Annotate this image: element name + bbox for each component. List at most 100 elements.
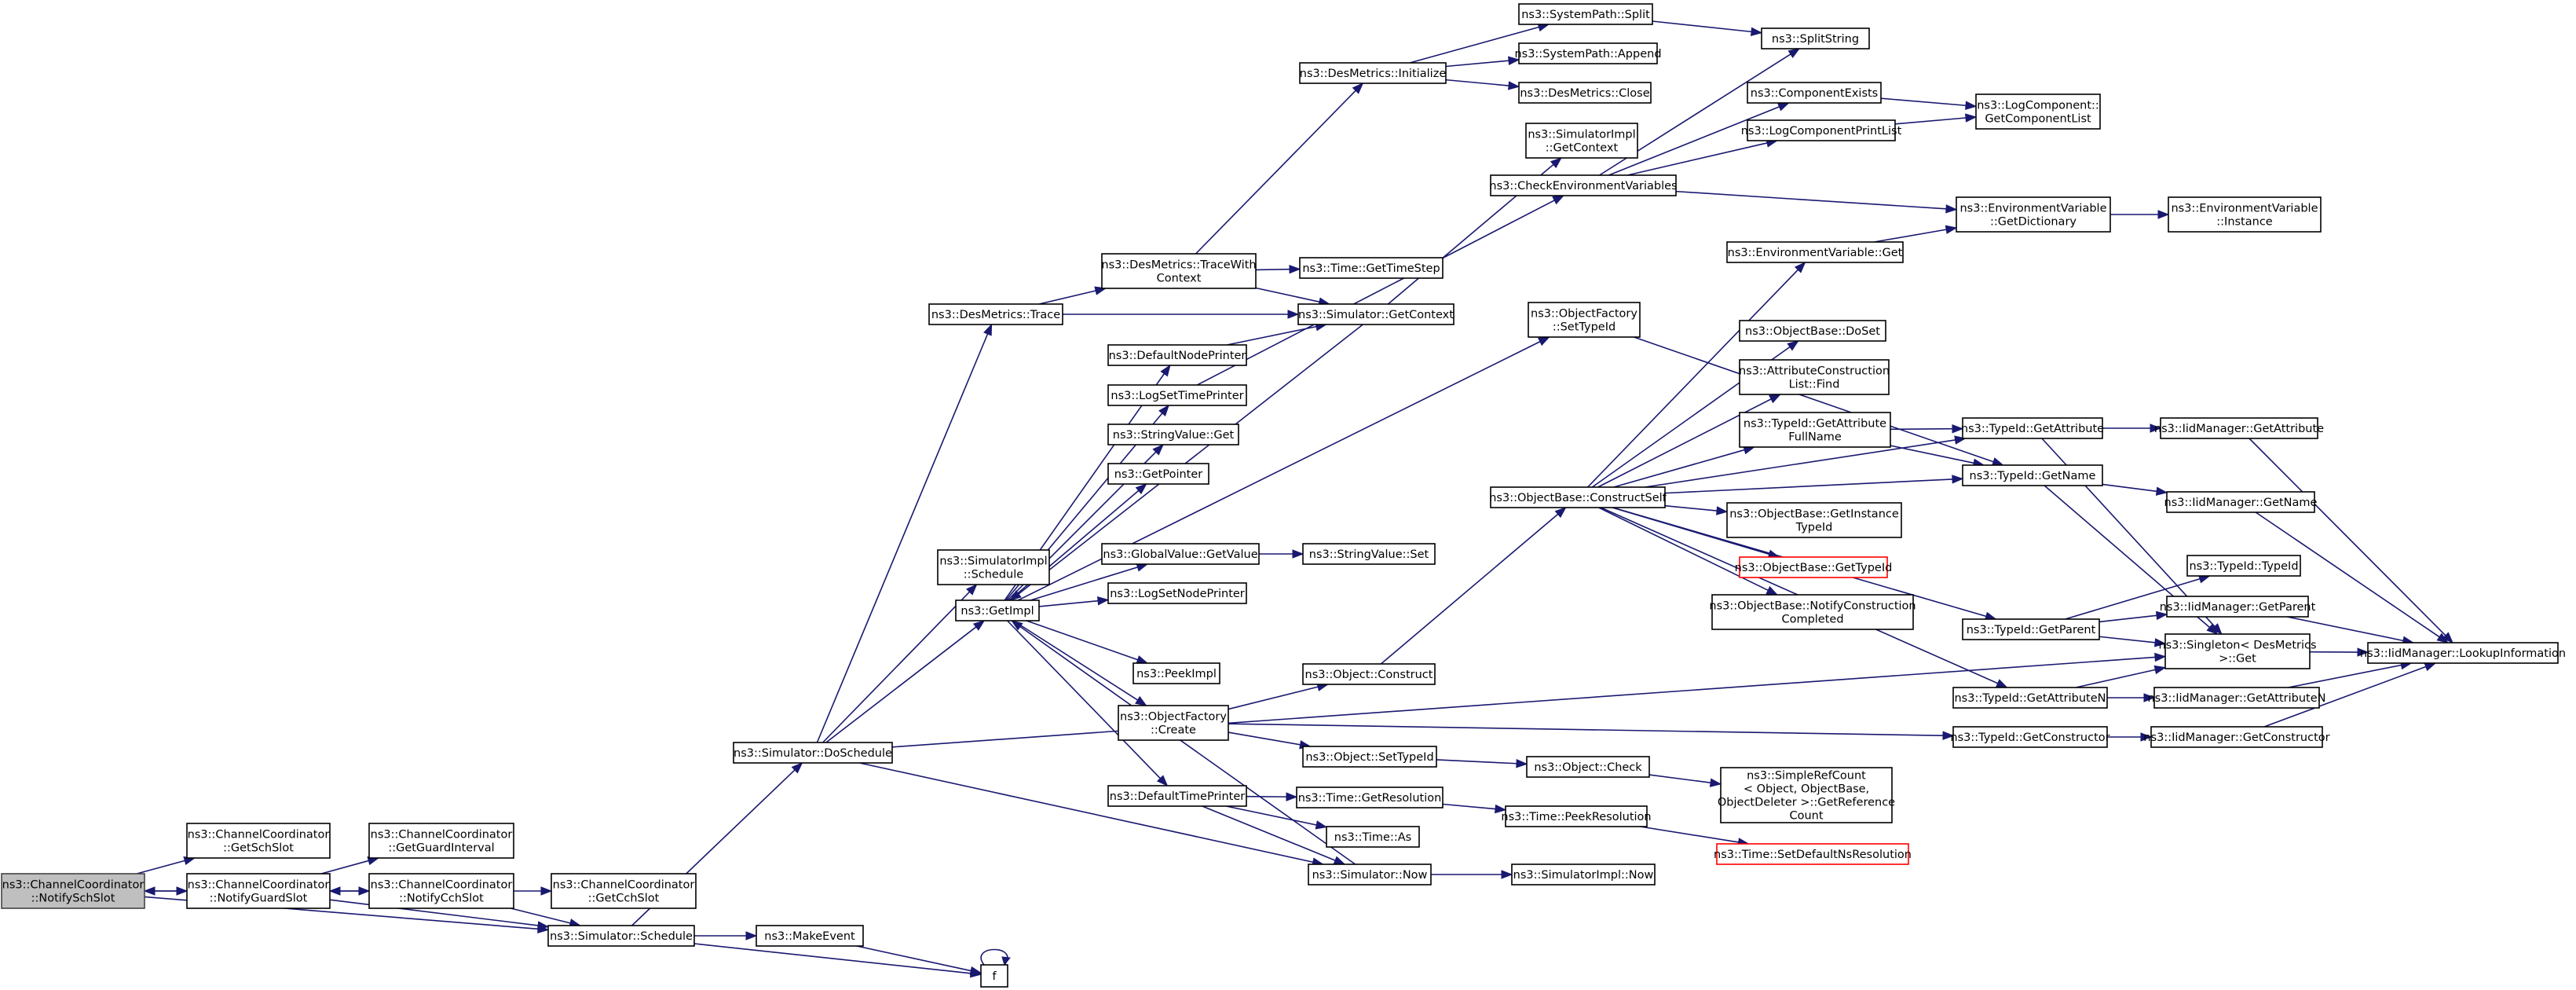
node-n37[interactable]: ns3::EnvironmentVariable::GetDictionary [1956,196,2111,233]
node-box[interactable] [1739,556,1888,578]
node-n56[interactable]: ns3::IidManager::GetParent [2160,596,2316,618]
node-n62[interactable]: ns3::Object::SetTypeId [1302,746,1437,768]
node-n48[interactable]: ns3::TypeId::GetAttribute [1961,417,2104,439]
node-n10[interactable]: ns3::DesMetrics::Trace [928,303,1063,325]
node-box[interactable] [1107,384,1247,406]
node-box[interactable] [2150,726,2323,748]
node-box[interactable] [1107,785,1247,807]
node-n32[interactable]: ns3::StringValue::Set [1302,543,1436,565]
node-box[interactable] [2164,633,2311,669]
node-n3[interactable]: ns3::Simulator::Schedule [547,925,695,947]
node-n6[interactable]: ns3::ChannelCoordinator::GetCchSlot [551,873,697,909]
node-box[interactable] [1490,174,1677,196]
node-box[interactable] [1962,618,2100,640]
node-n54[interactable]: ns3::IidManager::GetName [2164,491,2318,513]
node-box[interactable] [955,600,1040,622]
node-n69[interactable]: ns3::SimulatorImpl::Now [1511,864,1656,886]
node-box[interactable] [2160,417,2318,439]
node-box[interactable] [1326,826,1420,848]
node-n17[interactable]: ns3::SystemPath::Split [1518,3,1653,25]
node-box[interactable] [1739,359,1890,395]
node-n36[interactable]: ns3::LogComponent::GetComponentList [1975,94,2101,130]
node-box[interactable] [1308,864,1432,886]
node-box[interactable] [1956,196,2111,233]
node-box[interactable] [1299,62,1447,84]
node-box[interactable] [1952,726,2108,748]
node-n8[interactable]: ns3::MakeEvent [756,925,864,947]
node-n18[interactable]: ns3::SystemPath::Append [1514,42,1662,64]
node-box[interactable] [1518,42,1658,64]
node-box[interactable] [1,873,145,909]
node-n25[interactable]: ns3::GetPointer [1107,463,1209,485]
node-box[interactable] [1299,257,1444,279]
node-box[interactable] [1132,662,1220,684]
node-n67[interactable]: ns3::Time::As [1326,826,1420,848]
node-box[interactable] [1302,746,1437,768]
node-box[interactable] [1975,94,2101,130]
node-n23[interactable]: ns3::LogSetTimePrinter [1107,384,1247,406]
node-n7[interactable]: ns3::Simulator::DoSchedule [733,742,893,764]
node-box[interactable] [186,823,331,859]
node-n60[interactable]: ns3::IidManager::LookupInformation [2360,642,2566,664]
node-n46[interactable]: ns3::ObjectBase::GetTypeId [1735,556,1893,578]
node-box[interactable] [1726,241,1904,263]
node-box[interactable] [186,873,331,909]
node-n19[interactable]: ns3::DesMetrics::Close [1518,82,1652,104]
node-box[interactable] [368,823,514,859]
node-n65[interactable]: ns3::Time::GetResolution [1296,786,1444,808]
node-n20[interactable]: ns3::SplitString [1761,28,1870,50]
node-box[interactable] [928,303,1063,325]
node-box[interactable] [1302,543,1436,565]
node-box[interactable] [1952,687,2108,709]
node-n47[interactable]: ns3::ObjectBase::NotifyConstructionCompl… [1709,594,1916,630]
node-n64[interactable]: ns3::SimpleRefCount< Object, ObjectBase,… [1718,767,1895,823]
node-box[interactable] [1962,464,2103,486]
node-n52[interactable]: ns3::TypeId::GetConstructor [1950,726,2110,748]
node-box[interactable] [1107,344,1247,366]
node-n39[interactable]: ns3::ObjectFactory::SetTypeId [1528,302,1641,338]
node-n33[interactable]: ns3::CheckEnvironmentVariables [1489,174,1678,196]
node-n22[interactable]: ns3::DefaultNodePrinter [1107,344,1247,366]
node-box[interactable] [1511,864,1656,886]
node-n58[interactable]: ns3::IidManager::GetAttributeN [2147,687,2326,709]
node-box[interactable] [547,925,695,947]
node-n12[interactable]: ns3::GetImpl [955,600,1040,622]
node-box[interactable] [2168,196,2322,233]
node-box[interactable] [1962,417,2103,439]
node-box[interactable] [733,742,893,764]
node-box[interactable] [2166,596,2309,618]
node-box[interactable] [1505,805,1648,827]
node-n1[interactable]: ns3::ChannelCoordinator::GetSchSlot [186,823,331,859]
node-box[interactable] [1739,320,1886,342]
node-n40[interactable]: ns3::ObjectBase::ConstructSelf [1489,486,1667,508]
node-n30[interactable]: ns3::DefaultTimePrinter [1107,785,1247,807]
node-box[interactable] [1518,82,1652,104]
node-n2[interactable]: ns3::ChannelCoordinator::NotifyGuardSlot [186,873,331,909]
node-n35[interactable]: ns3::LogComponentPrintList [1741,119,1902,141]
node-box[interactable] [1118,705,1229,741]
node-box[interactable] [1711,594,1914,630]
node-n28[interactable]: ns3::PeekImpl [1132,662,1220,684]
node-box[interactable] [551,873,697,909]
node-n63[interactable]: ns3::Object::Check [1526,756,1650,778]
node-n9[interactable]: f [980,964,1008,988]
node-box[interactable] [1490,486,1666,508]
node-n41[interactable]: ns3::EnvironmentVariable::Get [1726,241,1904,263]
node-n31[interactable]: ns3::Simulator::Now [1308,864,1432,886]
node-n27[interactable]: ns3::LogSetNodePrinter [1107,582,1247,604]
node-box[interactable] [368,873,514,909]
node-n24[interactable]: ns3::StringValue::Get [1107,424,1239,446]
node-n66[interactable]: ns3::Time::PeekResolution [1501,805,1652,827]
node-n15[interactable]: ns3::DesMetrics::Initialize [1299,62,1447,84]
node-box[interactable] [980,964,1008,988]
node-box[interactable] [1747,82,1882,104]
node-box[interactable] [937,549,1050,585]
node-box[interactable] [1747,119,1896,141]
node-n4[interactable]: ns3::ChannelCoordinator::GetGuardInterva… [368,823,514,859]
node-n57[interactable]: ns3::Singleton< DesMetrics >::Get [2158,633,2317,669]
node-n0[interactable]: ns3::ChannelCoordinator::NotifySchSlot [1,873,145,909]
node-box[interactable] [1739,412,1891,448]
